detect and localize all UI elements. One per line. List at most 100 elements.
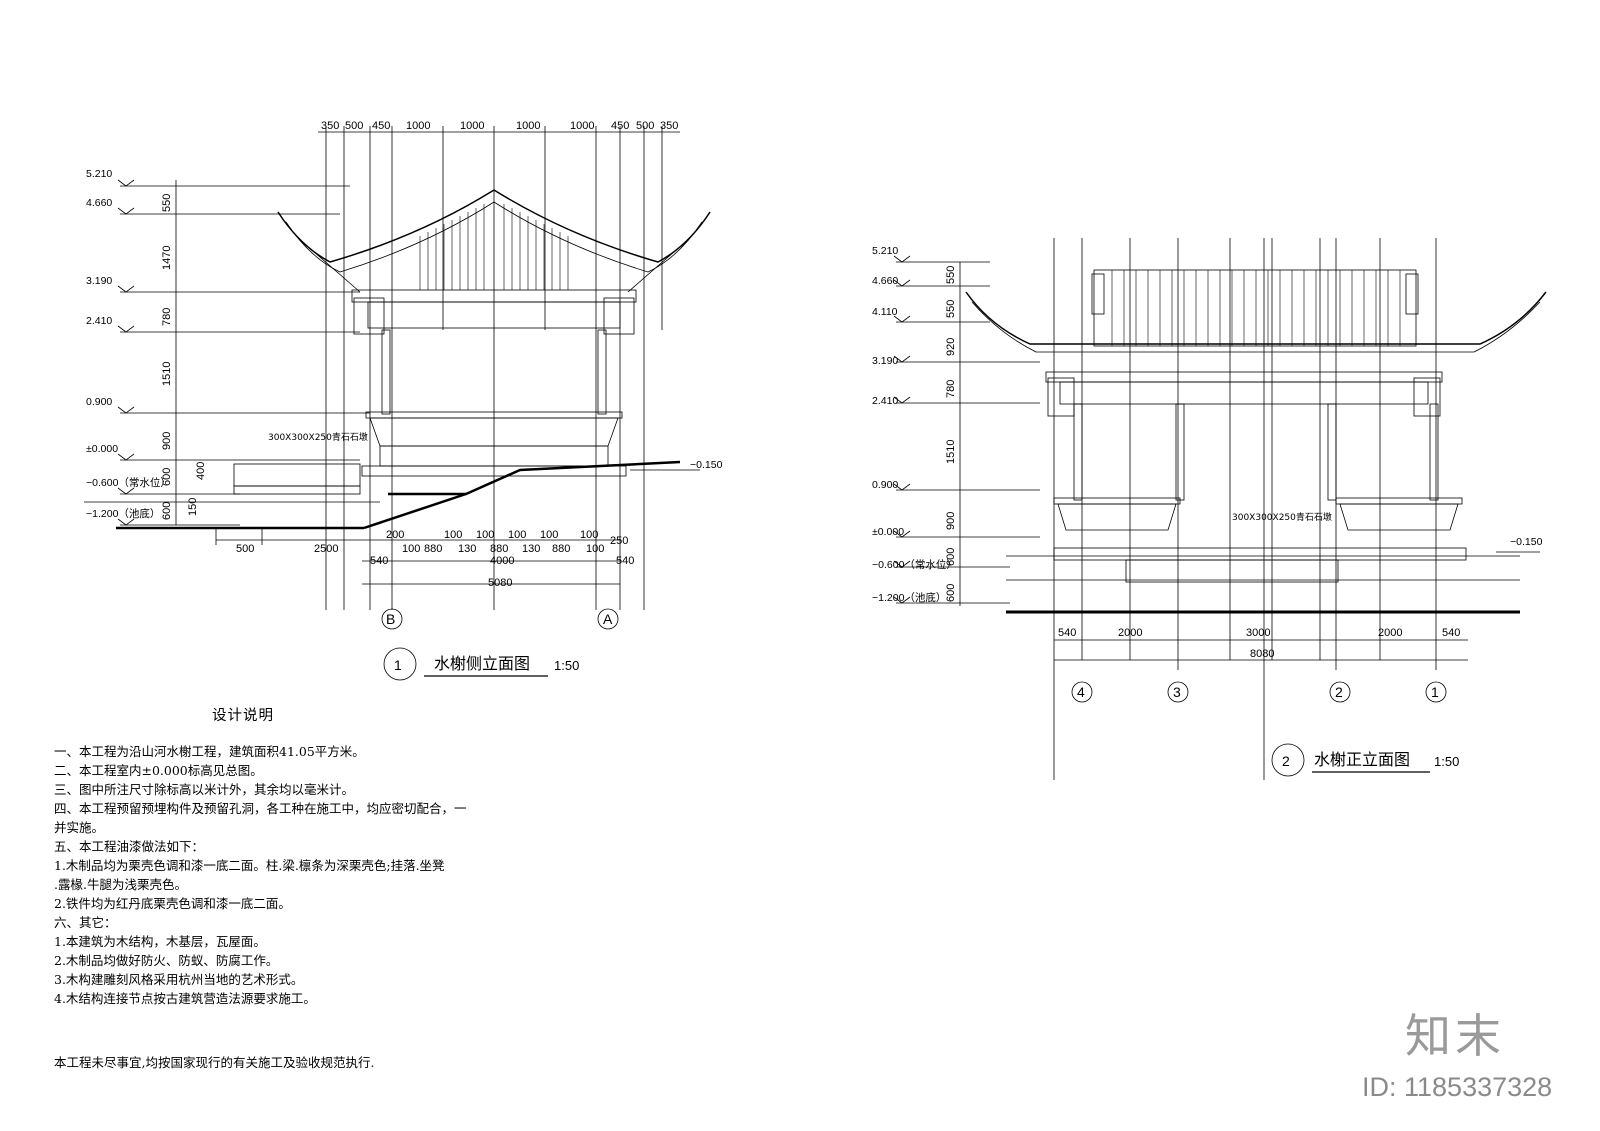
- side-view-scale: 1:50: [554, 658, 579, 673]
- front-bottom-dim: 2000: [1378, 627, 1402, 639]
- side-total-dim: 5080: [488, 577, 512, 589]
- side-bottom-dim: 100: [444, 529, 462, 541]
- front-vert-dim: 600: [945, 584, 957, 602]
- side-vert-dim: 550: [161, 194, 173, 212]
- front-vert-dim: 900: [945, 512, 957, 530]
- side-vert-dim: 150: [187, 498, 199, 516]
- front-axis-3: 3: [1173, 684, 1181, 700]
- side-level: −0.600（常水位）: [86, 476, 171, 489]
- front-bottom-dims: 540 2000 3000 2000 540 8080: [1058, 627, 1460, 660]
- side-vert-dim: 400: [195, 462, 207, 480]
- note-line: 4.木结构连接节点按古建筑营造法源要求施工。: [54, 991, 316, 1006]
- side-vert-dim: 600: [161, 468, 173, 486]
- side-bottom-dim: 100: [508, 529, 526, 541]
- front-level: 3.190: [872, 355, 898, 367]
- front-level: 4.660: [872, 275, 898, 287]
- front-vert-dim: 550: [945, 266, 957, 284]
- front-vert-dim: 550: [945, 300, 957, 318]
- side-bottom-dim: 100: [580, 529, 598, 541]
- side-level: 3.190: [86, 275, 112, 287]
- front-vert-dim: 920: [945, 338, 957, 356]
- front-levels: 5.210 4.660 4.110 3.190 2.410 0.900 ±0.0…: [872, 245, 957, 604]
- front-right-level: −0.150: [1510, 536, 1543, 548]
- side-stone-label: 300X300X250青石石墩: [268, 431, 368, 443]
- side-top-dim: 450: [611, 120, 629, 132]
- note-line: 3.木构建雕刻风格采用杭州当地的艺术形式。: [54, 972, 304, 987]
- side-bottom-dim: 540: [370, 555, 388, 567]
- front-bottom-dim: 2000: [1118, 627, 1142, 639]
- side-level: −1.200（池底）: [86, 507, 160, 520]
- note-line: 1.本建筑为木结构，木基层，瓦屋面。: [54, 934, 266, 949]
- side-bottom-dims: 500 2500 100 880 130 880 130 880 100 200…: [236, 529, 634, 589]
- front-vert-dims: 550 550 920 780 1510 900 600 600: [945, 266, 957, 602]
- side-level: 0.900: [86, 396, 112, 408]
- front-view-scale: 1:50: [1434, 754, 1459, 769]
- side-elevation-drawing: [84, 126, 711, 681]
- front-level: −1.200（池底）: [872, 591, 946, 604]
- front-vert-dim: 600: [945, 548, 957, 566]
- side-top-dim: 1000: [516, 120, 540, 132]
- side-bottom-dim: 540: [616, 555, 634, 567]
- side-right-level: −0.150: [690, 459, 723, 471]
- side-top-dim: 350: [660, 120, 678, 132]
- note-line: 2.木制品均做好防火、防蚁、防腐工作。: [54, 953, 279, 968]
- front-level: 4.110: [872, 306, 898, 318]
- front-level: 2.410: [872, 395, 898, 407]
- side-levels: 5.210 4.660 3.190 2.410 0.900 ±0.000 −0.…: [86, 168, 171, 520]
- front-bottom-dim: 540: [1058, 627, 1076, 639]
- watermark-logo: 知末: [1405, 1009, 1505, 1063]
- side-view-number: 1: [394, 657, 402, 673]
- front-axis-2: 2: [1335, 684, 1343, 700]
- side-bottom-dim: 880: [552, 543, 570, 555]
- front-axis-4: 4: [1077, 684, 1085, 700]
- note-line: 2.铁件均为红丹底栗壳色调和漆一底二面。: [54, 896, 291, 911]
- front-elevation-drawing: [893, 238, 1547, 780]
- side-vert-dim: 1510: [161, 362, 173, 386]
- side-bottom-dim: 130: [522, 543, 540, 555]
- side-vert-dims: 550 1470 780 1510 900 400 600 150 600: [161, 194, 207, 520]
- front-level: ±0.000: [872, 526, 904, 538]
- front-stone-label: 300X300X250青石石墩: [1232, 511, 1332, 523]
- design-notes: 一、本工程为沿山河水榭工程，建筑面积41.05平方米。 二、本工程室内±0.00…: [54, 742, 554, 1008]
- front-vert-dim: 1510: [945, 440, 957, 464]
- side-bottom-dim: 500: [236, 543, 254, 555]
- side-bottom-dim: 250: [610, 535, 628, 547]
- side-top-dim: 1000: [406, 120, 430, 132]
- watermark-id: ID: 1185337328: [1362, 1072, 1553, 1102]
- note-line: .露椽.牛腿为浅栗壳色。: [54, 877, 187, 892]
- side-bottom-dim: 130: [458, 543, 476, 555]
- side-bottom-dim: 4000: [490, 555, 514, 567]
- side-bottom-dim: 100: [402, 543, 420, 555]
- side-level: 4.660: [86, 197, 112, 209]
- front-level: −0.600（常水位）: [872, 558, 957, 571]
- note-line: 六、其它：: [54, 915, 117, 930]
- front-total-dim: 8080: [1250, 648, 1274, 660]
- side-bottom-dim: 880: [490, 543, 508, 555]
- side-top-dim: 500: [345, 120, 363, 132]
- front-bottom-dim: 3000: [1246, 627, 1270, 639]
- side-top-dim: 1000: [570, 120, 594, 132]
- front-view-number: 2: [1282, 753, 1290, 769]
- note-line: 四、本工程预留预埋构件及预留孔洞，各工种在施工中，均应密切配合，一: [54, 801, 467, 816]
- notes-title: 设计说明: [212, 708, 274, 724]
- side-vert-dim: 900: [161, 432, 173, 450]
- side-top-dim: 500: [636, 120, 654, 132]
- side-top-dim: 450: [372, 120, 390, 132]
- front-axis-1: 1: [1431, 684, 1439, 700]
- note-line: 并实施。: [54, 820, 105, 835]
- side-view-title: 水榭侧立面图: [434, 654, 530, 673]
- front-level: 0.900: [872, 479, 898, 491]
- side-bottom-dim: 2500: [314, 543, 338, 555]
- side-vert-dim: 1470: [161, 246, 173, 270]
- front-bottom-dim: 540: [1442, 627, 1460, 639]
- side-bottom-dim: 100: [476, 529, 494, 541]
- note-line: 三、图中所注尺寸除标高以米计外，其余均以毫米计。: [54, 782, 355, 797]
- note-line: 五、本工程油漆做法如下：: [54, 839, 205, 854]
- front-view-title: 水榭正立面图: [1314, 750, 1410, 769]
- side-vert-dim: 780: [161, 308, 173, 326]
- note-line: 1.木制品均为栗壳色调和漆一底二面。柱.梁.檩条为深栗壳色;挂落.坐凳: [54, 858, 445, 873]
- side-top-dims: 350 500 450 1000 1000 1000 1000 450 500 …: [321, 120, 678, 132]
- side-level: ±0.000: [86, 443, 118, 455]
- side-top-dim: 350: [321, 120, 339, 132]
